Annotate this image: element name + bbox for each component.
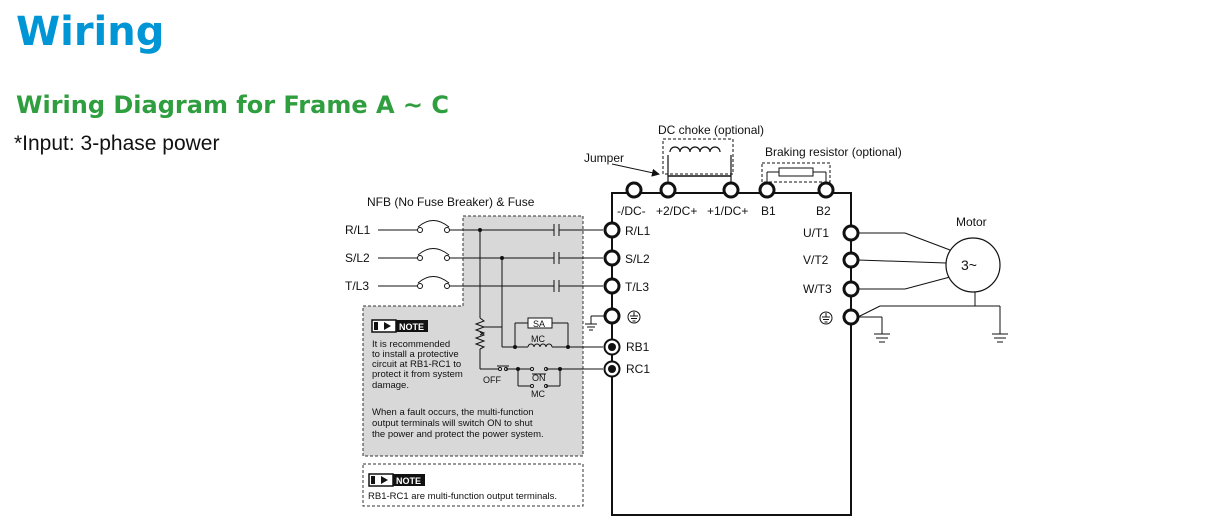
- note1b-line: output terminals will switch ON to shut: [372, 418, 533, 429]
- note1b-line: When a fault occurs, the multi-function: [372, 407, 534, 418]
- dc-choke-coil: [669, 146, 721, 153]
- note1b-line: the power and protect the power system.: [372, 429, 544, 440]
- output-terminal-label-u: U/T1: [803, 226, 829, 240]
- note1-line: protect it from system: [372, 369, 463, 380]
- note1-line: damage.: [372, 380, 409, 391]
- motor-label: Motor: [956, 215, 987, 229]
- relay-label-rc1: RC1: [626, 362, 650, 376]
- earth-symbol-icon: [627, 310, 641, 324]
- input-label-r: R/L1: [345, 223, 371, 237]
- left-terminal-label-t: T/L3: [625, 280, 649, 294]
- terminal-t-l3: [603, 277, 621, 295]
- note1-line: circuit at RB1-RC1 to: [372, 359, 461, 370]
- motor-symbol: 3~: [961, 257, 977, 273]
- note2-text: RB1-RC1 are multi-function output termin…: [368, 491, 557, 502]
- terminal-ground-input: [603, 307, 621, 325]
- jumper-label: Jumper: [584, 151, 624, 165]
- note-icon: [371, 319, 428, 333]
- braking-resistor: [778, 167, 814, 177]
- input-line-r: [378, 220, 603, 236]
- input-power-note: *Input: 3-phase power: [14, 132, 220, 155]
- motor-wiring: [857, 232, 1008, 343]
- mc-contact-label: MC: [531, 389, 545, 399]
- mc-coil-label: MC: [531, 334, 545, 344]
- off-label: OFF: [483, 375, 501, 385]
- ground-icon: [585, 315, 605, 331]
- note-tag: NOTE: [399, 322, 424, 332]
- note2-box: [362, 463, 584, 507]
- top-terminal-label-plus2: +2/DC+: [656, 204, 697, 218]
- terminal-b1: [758, 181, 776, 199]
- note1-line: to install a protective: [372, 349, 459, 360]
- output-terminal-label-w: W/T3: [803, 282, 832, 296]
- note-shaded-area: [362, 215, 584, 457]
- top-terminal-label-plus1: +1/DC+: [707, 204, 748, 218]
- output-terminal-label-v: V/T2: [803, 253, 829, 267]
- sa-label: SA: [533, 319, 545, 329]
- left-terminal-label-r: R/L1: [625, 224, 651, 238]
- note2-tag: NOTE: [396, 476, 421, 486]
- nfb-fuse-label: NFB (No Fuse Breaker) & Fuse: [367, 195, 535, 209]
- on-label: ON: [532, 373, 546, 383]
- top-terminal-label-dc-minus: -/DC-: [617, 204, 646, 218]
- top-terminal-label-b1: B1: [761, 204, 776, 218]
- motor: [945, 237, 1001, 293]
- terminal-plus1-dc: [722, 181, 740, 199]
- top-terminal-label-b2: B2: [816, 204, 831, 218]
- braking-resistor-label: Braking resistor (optional): [765, 145, 902, 159]
- left-terminal-label-s: S/L2: [625, 252, 650, 266]
- input-line-t: [378, 276, 603, 292]
- terminal-b2: [817, 181, 835, 199]
- section-subtitle: Wiring Diagram for Frame A ~ C: [16, 91, 449, 119]
- note2-icon: [368, 473, 425, 487]
- terminal-w-t3: [842, 280, 860, 298]
- terminal-s-l2: [603, 249, 621, 267]
- note1-line: It is recommended: [372, 339, 450, 350]
- terminal-r-l1: [603, 221, 621, 239]
- terminal-v-t2: [842, 251, 860, 269]
- terminal-dc-minus: [625, 181, 643, 199]
- drive-enclosure: [611, 192, 852, 516]
- terminal-ground-output: [842, 308, 860, 326]
- earth-symbol-output-icon: [819, 311, 833, 325]
- page-title: Wiring: [16, 9, 165, 55]
- terminal-u-t1: [842, 224, 860, 242]
- relay-label-rb1: RB1: [626, 340, 650, 354]
- dc-choke-label: DC choke (optional): [658, 123, 764, 137]
- dc-choke-box: [662, 138, 734, 175]
- input-label-s: S/L2: [345, 251, 370, 265]
- terminal-plus2-dc: [659, 181, 677, 199]
- protective-circuit: [474, 228, 603, 388]
- input-label-t: T/L3: [345, 279, 369, 293]
- braking-resistor-box: [761, 162, 831, 183]
